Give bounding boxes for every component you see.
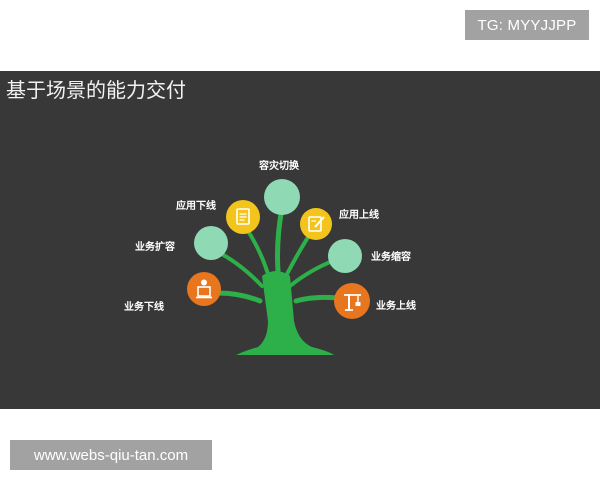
tree-trunk bbox=[236, 271, 334, 355]
branch-low-left bbox=[215, 290, 263, 304]
crane-icon bbox=[344, 294, 361, 311]
label-disaster-switch: 容灾切换 bbox=[259, 161, 299, 172]
node-biz-shrink bbox=[328, 239, 362, 273]
label-app-online: 应用上线 bbox=[339, 210, 379, 221]
watermark-url: www.webs-qiu-tan.com bbox=[10, 440, 212, 470]
person-podium-icon bbox=[196, 279, 212, 299]
document-icon bbox=[236, 208, 250, 225]
tree-illustration bbox=[210, 205, 349, 355]
node-app-offline bbox=[226, 200, 260, 234]
slide-title: 基于场景的能力交付 bbox=[6, 78, 186, 102]
label-biz-shrink: 业务缩容 bbox=[371, 252, 411, 263]
label-biz-offline: 业务下线 bbox=[124, 302, 164, 313]
edit-document-icon bbox=[308, 216, 325, 232]
slide: 基于场景的能力交付 bbox=[0, 71, 600, 409]
node-disaster-switch bbox=[264, 179, 300, 215]
label-app-offline: 应用下线 bbox=[176, 201, 216, 212]
node-biz-offline bbox=[187, 272, 221, 306]
label-biz-expand: 业务扩容 bbox=[135, 242, 175, 253]
node-app-online bbox=[300, 208, 332, 240]
branch-top bbox=[275, 205, 285, 274]
node-biz-expand bbox=[194, 226, 228, 260]
watermark-tag: TG: MYYJJPP bbox=[465, 10, 589, 40]
node-biz-online bbox=[334, 283, 370, 319]
label-biz-online: 业务上线 bbox=[376, 301, 416, 312]
